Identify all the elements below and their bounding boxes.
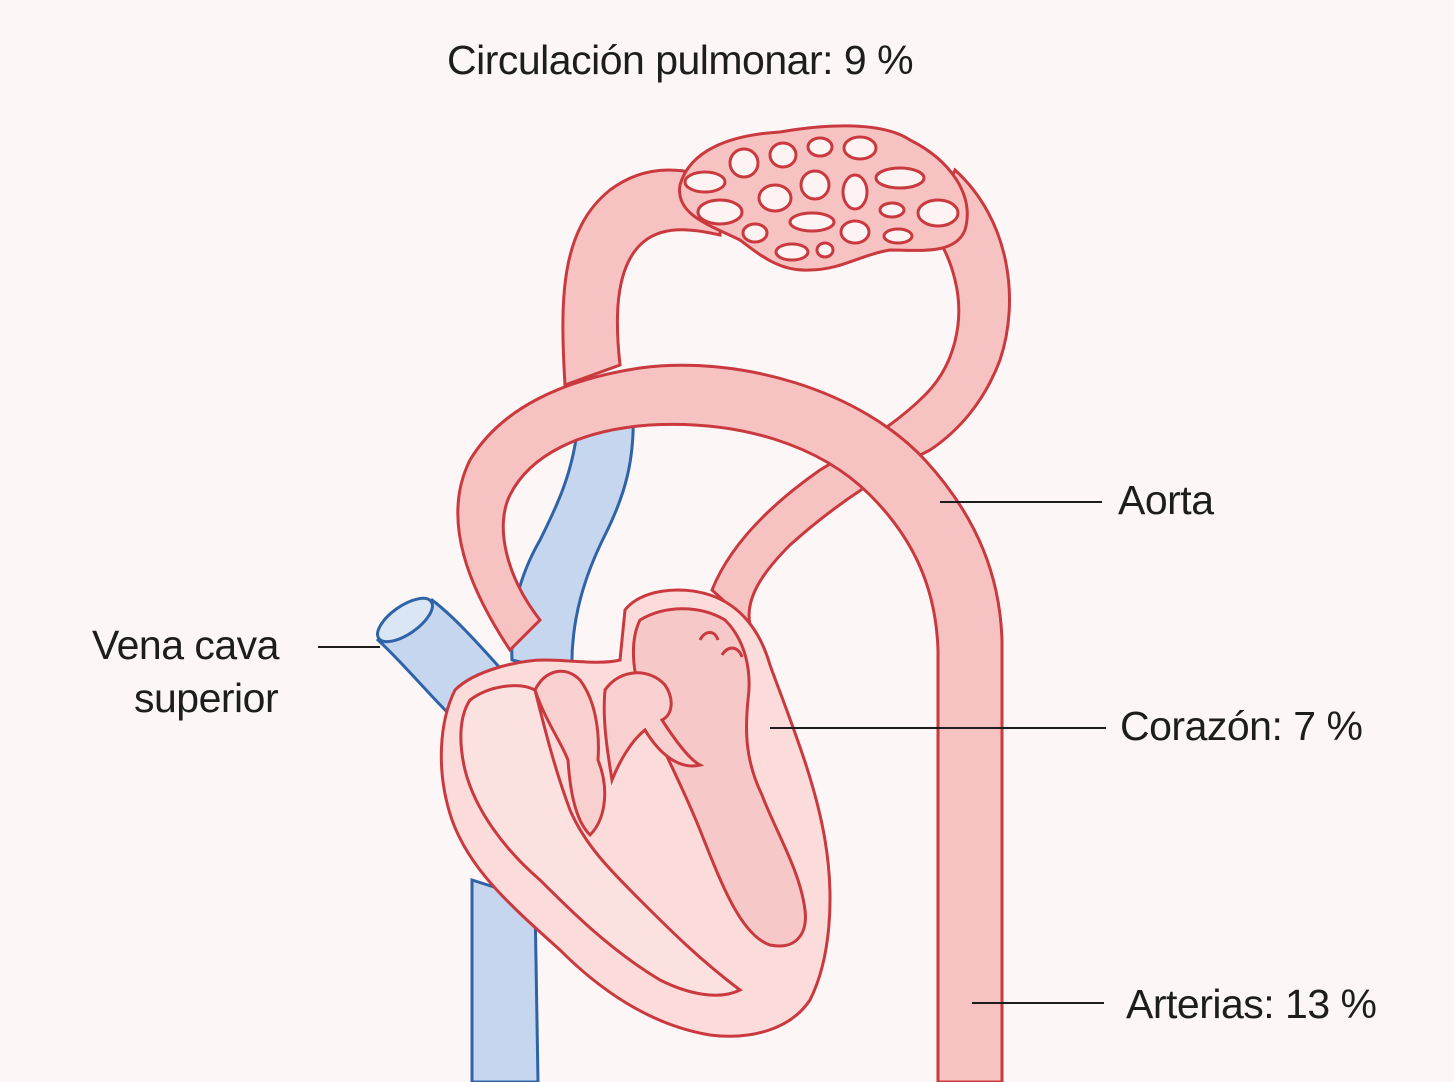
corazon-label: Corazón: 7 % [1120,703,1363,749]
septum-valve-right [602,671,705,786]
corazon-leader-line [770,727,1106,729]
lung-alveoli [683,135,960,262]
aorta-label: Aorta [1118,477,1214,523]
right-ventricle [459,684,743,997]
arterias-leader-line [972,1002,1104,1004]
aorta [456,363,1004,1082]
septum-valve-left [533,669,607,838]
aorta-leader-line [940,501,1102,503]
title-label: Circulación pulmonar: 9 % [447,37,914,83]
vena-cava-label-line2: superior [134,675,279,721]
heart-valve-marks [698,631,744,658]
arterias-label: Arterias: 13 % [1126,981,1377,1027]
vena-cava-leader-line [318,646,380,648]
vena-cava-label-line1: Vena cava [92,622,280,668]
vena-cava-opening [376,596,434,644]
